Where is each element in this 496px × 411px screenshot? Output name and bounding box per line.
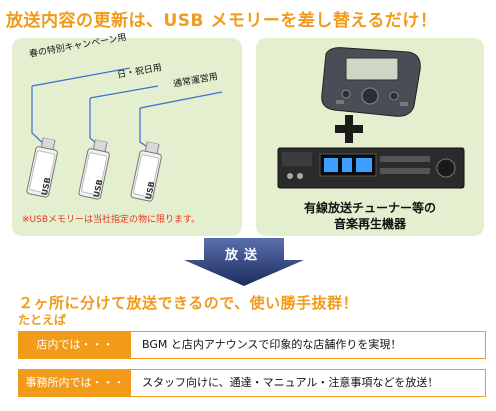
usb-stick-1 — [26, 136, 58, 198]
page-headline: 放送内容の更新は、USB メモリーを差し替えるだけ！ — [6, 11, 438, 31]
example-tag-store: 店内では・・・ — [19, 332, 131, 358]
usb-stick-2 — [78, 138, 110, 200]
tuner-device — [277, 147, 465, 189]
usb-player-device — [321, 47, 421, 117]
device-caption-line2: 音楽再生機器 — [333, 217, 406, 231]
device-caption-line1: 有線放送チューナー等の — [303, 201, 436, 215]
sub-headline: ２ヶ所に分けて放送できるので、使い勝手抜群！ — [18, 294, 359, 312]
device-caption: 有線放送チューナー等の 音楽再生機器 — [270, 200, 470, 232]
broadcast-label: 放送 — [224, 248, 263, 263]
example-tag-office: 事務所内では・・・ — [19, 370, 131, 396]
usb-stick-3 — [130, 140, 162, 202]
usb-panel — [12, 38, 242, 236]
example-heading: たとえば — [18, 313, 67, 327]
broadcast-arrow-icon — [184, 238, 304, 286]
usb-note: ※USBメモリーは当社指定の物に限ります。 — [22, 215, 201, 225]
example-text-store: BGM と店内アナウンスで印象的な店舗作りを実現！ — [142, 338, 402, 351]
example-text-office: スタッフ向けに、通達・マニュアル・注意事項などを放送！ — [142, 376, 439, 389]
plus-icon — [335, 115, 363, 143]
